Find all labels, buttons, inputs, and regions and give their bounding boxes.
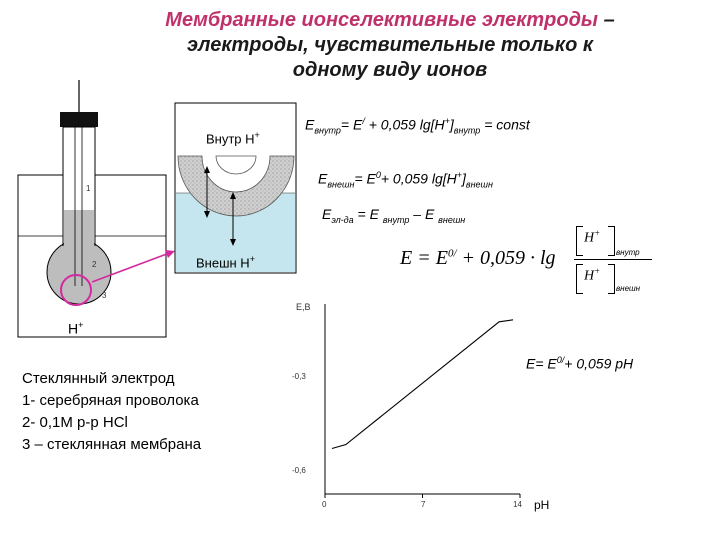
label-1: 1	[86, 184, 91, 193]
page-title: Мембранные ионселективные электроды – эл…	[110, 8, 670, 83]
formula-ph: E= E0/+ 0,059 pH	[526, 355, 634, 372]
membrane-highlight	[60, 274, 92, 306]
y-tick-2: -0,6	[292, 466, 306, 475]
legend-title: Стеклянный электрод	[22, 370, 175, 387]
fraction-num-sub: внутр	[616, 248, 640, 257]
formula-electrode: Eэл-да = E внутр – E внешн	[322, 206, 466, 225]
x-tick-3: 14	[513, 500, 522, 509]
nernst-fraction: H+ внутр H+ внешн	[572, 222, 654, 296]
label-2: 2	[92, 260, 97, 269]
y-axis-label: E,B	[296, 302, 311, 312]
membrane-closeup	[174, 102, 297, 274]
ion-label: H+	[68, 320, 84, 337]
nernst-formula: E = E0/ + 0,059 · lg	[400, 247, 556, 269]
x-axis-label: pH	[534, 498, 550, 512]
outer-ion-label: Внешн H+	[196, 254, 255, 271]
x-tick-1: 0	[322, 500, 327, 509]
title-line2: электроды, чувствительные только к	[187, 34, 593, 56]
title-line3: одному виду ионов	[292, 59, 488, 81]
inner-ion-label: Внутр H+	[204, 130, 262, 147]
title-accent: Мембранные ионселективные электроды	[165, 9, 599, 31]
y-tick-1: -0,3	[292, 372, 306, 381]
fraction-numerator: H+	[584, 228, 601, 246]
label-3: 3	[102, 291, 107, 300]
legend-item-1: 1- серебряная проволока	[22, 392, 199, 409]
formula-inner: Eвнутр= E/ + 0,059 lg[H+]внутр = const	[305, 116, 530, 136]
x-tick-2: 7	[421, 500, 426, 509]
title-dash: –	[598, 9, 615, 31]
formula-outer: Eвнешн= E0+ 0,059 lg[H+]внешн	[318, 170, 493, 190]
fraction-den-sub: внешн	[616, 284, 641, 293]
e-ph-chart	[324, 304, 521, 498]
fraction-denominator: H+	[584, 266, 601, 284]
pointer-arrow	[91, 250, 175, 283]
glass-electrode	[46, 80, 112, 306]
electrode-legend: Стеклянный электрод 1- серебряная провол…	[22, 368, 201, 456]
series-line-0	[331, 319, 514, 450]
legend-item-2: 2- 0,1М р-р HCl	[22, 414, 128, 431]
legend-item-3: 3 – стеклянная мембрана	[22, 436, 202, 453]
